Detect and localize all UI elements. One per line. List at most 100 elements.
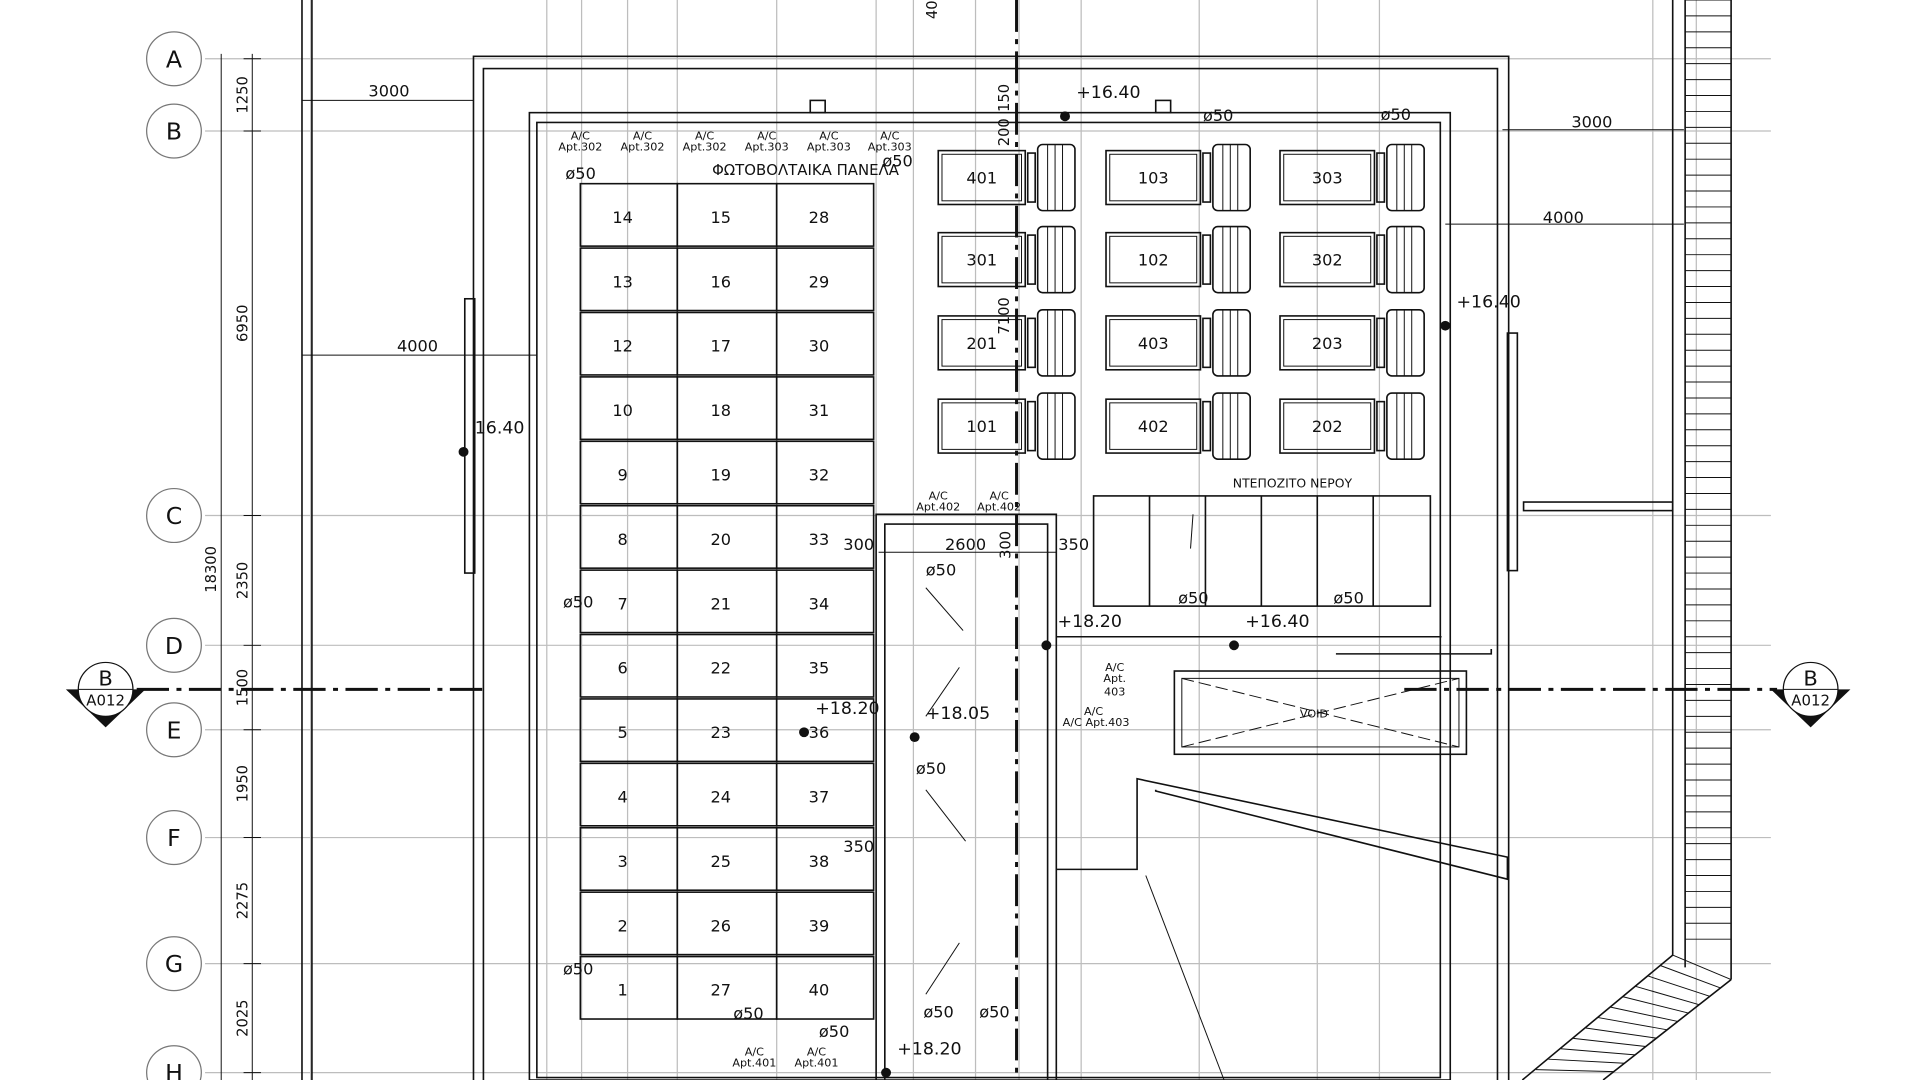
svg-text:Apt.402: Apt.402 — [977, 501, 1021, 514]
pv-panel-number: 20 — [711, 530, 732, 549]
dimension-d40: 40 — [924, 0, 941, 19]
pv-panel-number: 6 — [617, 659, 627, 678]
grid-bubble-A — [146, 31, 202, 87]
svg-text:Apt.303: Apt.303 — [745, 141, 789, 154]
svg-text:A/C: A/C — [633, 130, 652, 143]
grid-bubble-B — [146, 103, 202, 159]
elevation-label: +18.20 — [815, 699, 879, 719]
elevation-marker-icon — [799, 727, 810, 738]
stair-tread — [1622, 996, 1689, 1014]
pv-panel-number: 34 — [809, 594, 830, 613]
slope-arrow-icon — [925, 667, 960, 717]
elevation-marker-icon — [1060, 111, 1070, 122]
grid-bubble-F — [146, 810, 202, 866]
stair-tread — [1635, 985, 1700, 1006]
ac-unit: 402 — [1105, 392, 1251, 460]
dimension-d350: 350 — [1058, 535, 1089, 554]
pv-title: ΦΩΤΟΒΟΛΤΑΙΚΑ ΠΑΝΕΛΑ — [712, 162, 899, 179]
ac-unit-number: 102 — [1138, 251, 1169, 270]
svg-text:Apt.302: Apt.302 — [558, 141, 602, 154]
stair-tread — [1548, 1058, 1625, 1064]
ac-unit: 101 — [937, 392, 1076, 460]
overall-dimension: 18300 — [203, 546, 220, 593]
ac-unit: 103 — [1105, 143, 1251, 212]
pv-panel-number: 13 — [612, 272, 633, 291]
pv-panel-number: 9 — [617, 466, 627, 485]
dimension-d7100: 7100 — [996, 297, 1013, 334]
pv-panel-number: 39 — [809, 916, 830, 935]
grid-label-D: D — [165, 632, 183, 660]
pv-panel-number: 25 — [711, 852, 732, 871]
slope-arrow-icon — [925, 789, 966, 842]
dimension-d2600: 2600 — [945, 535, 986, 554]
ac-tag: A/C Apt.403 — [1063, 716, 1130, 729]
svg-text:A/C: A/C — [745, 1046, 764, 1059]
grid-bubble-C — [146, 487, 202, 544]
grid-label-C: C — [166, 502, 182, 530]
section-sheet: A012 — [1791, 692, 1830, 709]
stair-tread — [1573, 1037, 1646, 1048]
pv-panel-number: 8 — [617, 530, 627, 549]
pv-panel — [579, 440, 679, 505]
pv-panel-number: 26 — [711, 916, 732, 935]
dimension-d3000_right: 3000 — [1571, 112, 1612, 131]
svg-text:Apt.302: Apt.302 — [683, 141, 727, 154]
pv-panel-number: 4 — [617, 788, 627, 807]
pv-panel-number: 10 — [612, 401, 633, 420]
pv-panel-number: 37 — [809, 788, 830, 807]
pv-panel-number: 38 — [809, 852, 830, 871]
svg-text:A/C: A/C — [819, 130, 838, 143]
pipe-diameter-label: ø50 — [1333, 589, 1363, 608]
ac-unit-number: 203 — [1312, 334, 1343, 353]
ac-unit-number: 302 — [1312, 251, 1343, 270]
elevation-marker-icon — [1229, 640, 1239, 651]
svg-text:A/C: A/C — [757, 130, 776, 143]
pv-panel-number: 31 — [809, 401, 830, 420]
svg-text:A/C: A/C — [571, 130, 590, 143]
dimension-d300: 300 — [843, 535, 874, 554]
svg-text:Apt.302: Apt.302 — [620, 141, 664, 154]
grid-dimension: 6950 — [234, 305, 251, 342]
pv-panel-number: 17 — [711, 337, 732, 356]
pipe-diameter-label: ø50 — [923, 1003, 953, 1022]
ac-unit-number: 303 — [1312, 169, 1343, 188]
svg-text:A/C: A/C — [695, 130, 714, 143]
dimension-d4000_right: 4000 — [1543, 208, 1584, 227]
grid-label-B: B — [166, 118, 182, 146]
pv-panel-number: 15 — [711, 208, 732, 227]
ac-unit-number: 401 — [966, 169, 997, 188]
stair-tread — [1660, 965, 1721, 989]
ac-unit: 302 — [1279, 225, 1425, 294]
ac-unit: 401 — [937, 143, 1076, 212]
pv-panel-number: 30 — [809, 337, 830, 356]
ac-unit: 403 — [1105, 309, 1251, 377]
grid-dimension: 1500 — [234, 669, 251, 706]
pv-panel-number: 36 — [809, 723, 830, 742]
grid-dimension: 2025 — [234, 999, 251, 1036]
dimension-d4000_left: 4000 — [397, 337, 438, 356]
ac-unit-number: 103 — [1138, 169, 1169, 188]
pv-panel-number: 35 — [809, 659, 830, 678]
svg-text:A/C: A/C — [990, 490, 1009, 503]
elevation-label: +18.20 — [897, 1039, 961, 1059]
pv-panel — [775, 698, 875, 763]
pipe-diameter-label: ø50 — [563, 592, 593, 611]
grid-dimension: 1950 — [234, 765, 251, 802]
ac-unit: 303 — [1279, 143, 1425, 212]
pv-panel — [775, 569, 875, 634]
dimension-d150: 150 — [996, 84, 1013, 112]
svg-text:Apt.402: Apt.402 — [916, 501, 960, 514]
pv-panel — [775, 955, 875, 1020]
slope-arrow-icon — [925, 587, 964, 631]
elevation-marker-icon — [881, 1067, 892, 1078]
ac-tag: A/C — [1105, 661, 1124, 674]
dimension-d350b: 350 — [843, 837, 874, 856]
pv-panel — [775, 891, 875, 956]
